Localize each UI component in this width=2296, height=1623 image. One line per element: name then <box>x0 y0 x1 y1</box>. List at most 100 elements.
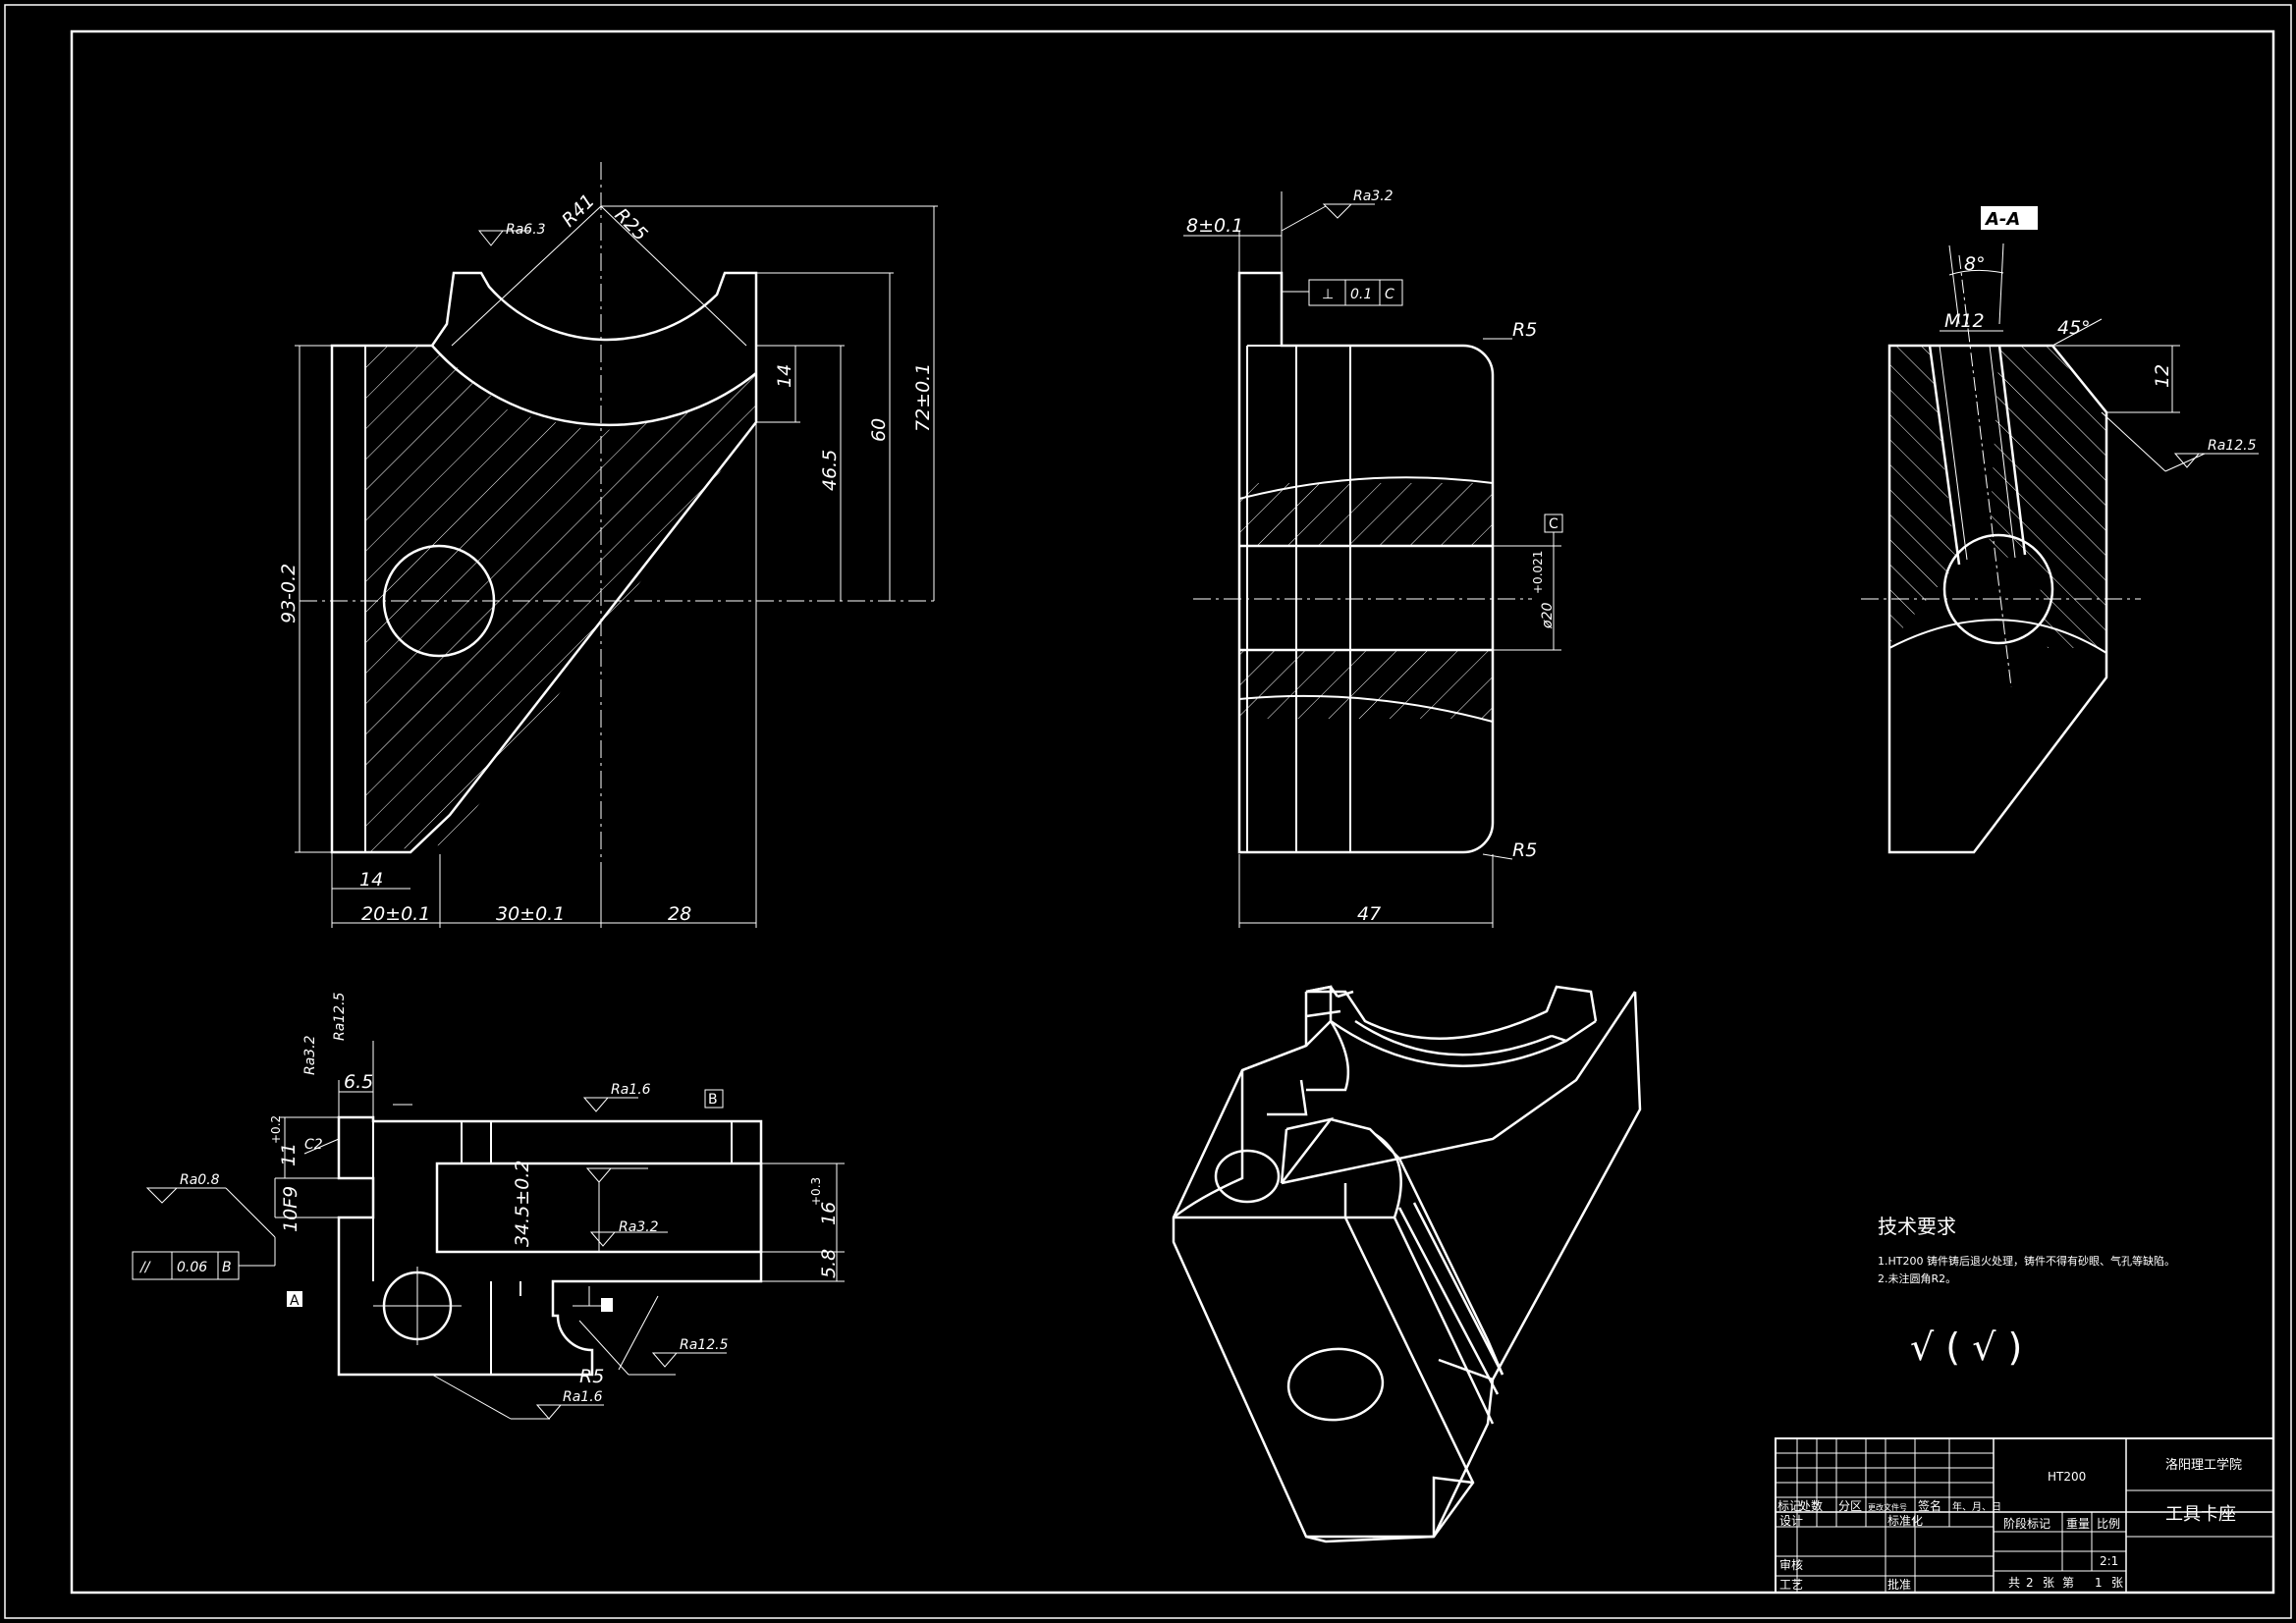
tb-process: 工艺 <box>1779 1578 1803 1592</box>
section-label-box <box>1981 206 2038 230</box>
front-dim-60: 60 <box>868 418 890 442</box>
top-ra-3-2-b: Ra3.2 <box>619 1219 659 1235</box>
front-dim-30: 30±0.1 <box>496 903 565 925</box>
top-ra-1-6-b: Ra1.6 <box>563 1389 603 1405</box>
front-dim-72: 72±0.1 <box>912 363 934 432</box>
tb-sheet-3: 张 <box>2043 1576 2054 1590</box>
outer-border <box>4 4 2292 1619</box>
side-hatch-upper <box>1239 483 1493 546</box>
tb-stage: 阶段标记 <box>2003 1516 2050 1531</box>
front-radius-r25: R25 <box>610 204 651 245</box>
top-dim-c2: C2 <box>304 1137 323 1153</box>
tb-sheet-6: 张 <box>2111 1576 2123 1590</box>
top-outline <box>337 1115 763 1377</box>
side-tol-symbol: ⊥ <box>1322 287 1334 302</box>
top-radius-r5: R5 <box>579 1366 604 1387</box>
front-dim-14-h: 14 <box>359 869 383 891</box>
section-angle-8: 8° <box>1964 253 1986 275</box>
front-dim-14-v: 14 <box>774 364 795 388</box>
top-tol-datum: B <box>222 1260 232 1275</box>
top-dim-16: 16 <box>818 1202 840 1225</box>
title-block: HT200 洛阳理工学院 工具卡座 标记 处数 分区 更改文件号 签名 年、月、… <box>1775 1437 2274 1594</box>
front-hatch <box>365 346 756 852</box>
side-dim-8: 8±0.1 <box>1186 215 1243 237</box>
tb-standard: 标准化 <box>1887 1514 1923 1528</box>
top-tol-value: 0.06 <box>177 1260 207 1275</box>
front-dim-46-5: 46.5 <box>819 450 841 491</box>
tech-item-2: 2.未注圆角R2。 <box>1878 1271 1956 1285</box>
section-chamfer-45: 45° <box>2057 317 2091 339</box>
section-hole <box>1942 533 2054 645</box>
tb-hdr-6: 年、月、日 <box>1952 1500 2001 1513</box>
top-dim-5-8: 5.8 <box>818 1249 840 1278</box>
top-dim-6-5: 6.5 <box>344 1071 373 1093</box>
tb-review: 审核 <box>1779 1557 1803 1572</box>
side-datum-c: C <box>1549 516 1558 532</box>
front-dim-93: 93-0.2 <box>278 564 300 623</box>
tb-design: 设计 <box>1779 1514 1803 1528</box>
side-radius-r5-top: R5 <box>1512 319 1537 341</box>
top-dim-34-5: 34.5±0.2 <box>512 1161 533 1247</box>
tb-hdr-1: 标记 <box>1777 1499 1801 1513</box>
side-dim-47: 47 <box>1357 903 1381 925</box>
top-dim-11: 11 <box>278 1143 300 1166</box>
top-tol-symbol: // <box>138 1260 151 1275</box>
tb-approve: 批准 <box>1887 1577 1911 1592</box>
section-hatch-right <box>1989 346 2106 648</box>
front-radius-r41: R41 <box>558 190 599 232</box>
top-dim-16-tol: +0.3 <box>809 1177 823 1206</box>
top-ra-0-8: Ra0.8 <box>180 1172 220 1188</box>
section-hatch <box>1889 346 1956 643</box>
top-dim-10f9: 10F9 <box>280 1186 301 1232</box>
tb-hdr-4: 更改文件号 <box>1868 1502 1907 1512</box>
side-radius-r5-bottom: R5 <box>1512 839 1537 861</box>
top-view: Ra12.5 Ra3.2 6.5 Ra1.6 B C2 11 +0.2 10F9… <box>132 992 845 1420</box>
tb-sheet-1: 共 <box>2008 1576 2020 1590</box>
section-a-a: A-A 8° M12 45° 12 Ra12.5 <box>1861 206 2259 854</box>
tb-hdr-3: 分区 <box>1838 1499 1862 1513</box>
side-view: 47 8±0.1 Ra3.2 ⊥ 0.1 C R5 R5 C ø20 +0.02… <box>1183 189 1563 928</box>
isometric-view <box>1172 985 1642 1543</box>
tb-weight: 重量 <box>2066 1517 2090 1531</box>
front-dim-20: 20±0.1 <box>361 903 430 925</box>
tech-item-1: 1.HT200 铸件铸后退火处理，铸件不得有砂眼、气孔等缺陷。 <box>1878 1254 2175 1268</box>
tech-roughness-symbol: √ ( √ ) <box>1910 1325 2022 1369</box>
technical-requirements: 技术要求 1.HT200 铸件铸后退火处理，铸件不得有砂眼、气孔等缺陷。 2.未… <box>1878 1215 2175 1369</box>
tb-hdr-5: 签名 <box>1918 1498 1941 1513</box>
side-tol-value: 0.1 <box>1350 287 1372 302</box>
section-label: A-A <box>1984 209 2020 230</box>
side-tolerance-frame <box>1308 279 1403 306</box>
front-view: Ra6.3 R41 R25 14 46.5 60 72±0.1 93-0.2 1… <box>278 162 938 928</box>
section-ra-12-5: Ra12.5 <box>2208 438 2257 454</box>
side-outline <box>1237 271 1495 854</box>
side-hatch-lower <box>1239 650 1493 719</box>
side-ra-3-2: Ra3.2 <box>1353 189 1394 204</box>
tb-hdr-2: 处数 <box>1799 1498 1823 1513</box>
section-thread-m12: M12 <box>1944 310 1985 332</box>
side-tol-datum: C <box>1385 287 1394 302</box>
top-datum-a: A <box>290 1293 300 1309</box>
top-dim-11-tol: +0.2 <box>269 1115 283 1144</box>
top-ra-3-2-a: Ra3.2 <box>302 1035 318 1075</box>
side-dim-hole: ø20 <box>1540 603 1556 629</box>
top-datum-a-box <box>287 1291 302 1307</box>
top-ra-12-5-b: Ra12.5 <box>680 1337 729 1353</box>
front-outline <box>330 271 758 854</box>
front-ra-6-3: Ra6.3 <box>506 222 546 238</box>
tb-sheet-4: 第 <box>2062 1576 2074 1590</box>
tb-school: 洛阳理工学院 <box>2165 1457 2242 1473</box>
front-dim-28: 28 <box>668 903 691 925</box>
tb-sheet-2: 2 <box>2026 1576 2034 1590</box>
top-ra-12-5: Ra12.5 <box>332 992 348 1041</box>
inner-border <box>70 29 2275 1595</box>
tb-scale-label: 比例 <box>2097 1517 2120 1531</box>
tb-scale: 2:1 <box>2100 1554 2118 1568</box>
tb-part-name: 工具卡座 <box>2165 1504 2236 1525</box>
top-datum-b-box <box>704 1089 724 1109</box>
tech-title: 技术要求 <box>1878 1215 1956 1238</box>
tb-material: HT200 <box>2048 1470 2086 1484</box>
tb-sheet-5: 1 <box>2095 1576 2103 1590</box>
top-datum-b: B <box>708 1092 718 1108</box>
section-dim-12: 12 <box>2152 364 2173 388</box>
